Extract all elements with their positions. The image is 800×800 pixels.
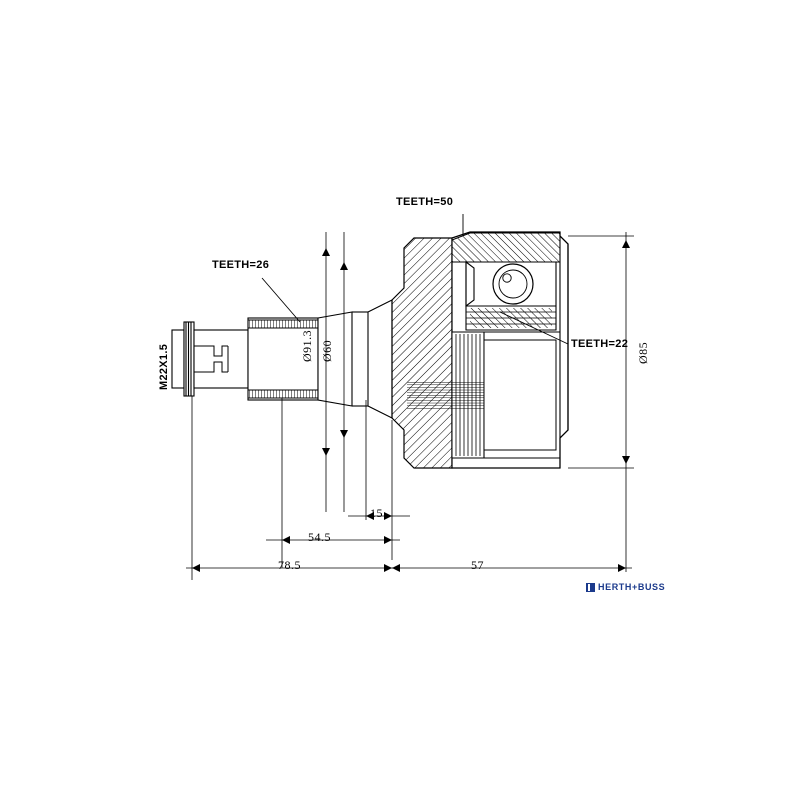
tone-ring-teeth [455,334,481,456]
shaft-cone [317,299,393,419]
label-dim-15: 15 [370,506,383,520]
threaded-stub [171,321,249,397]
splined-shaft [247,317,319,401]
brand-name: HERTH+BUSS [598,582,666,592]
label-teeth-50: TEETH=50 [396,196,454,208]
dimension-lines [186,232,634,580]
label-diameter-85: Ø85 [636,341,650,364]
ball-cage [465,260,557,331]
label-thread-m22: M22X1.5 [158,343,170,390]
label-diameter-91-3: Ø91.3 [300,329,314,362]
leader-lines [261,214,569,345]
brand-logo: HERTH+BUSS [586,582,665,592]
label-dim-54-5: 54.5 [308,530,331,544]
label-dim-57: 57 [471,558,484,572]
label-diameter-60: Ø60 [320,339,334,362]
outer-race [391,237,453,469]
label-teeth-22: TEETH=22 [571,338,629,350]
label-dim-78-5: 78.5 [278,558,301,572]
herth-buss-logo-icon [586,582,595,592]
label-teeth-26: TEETH=26 [212,259,270,271]
